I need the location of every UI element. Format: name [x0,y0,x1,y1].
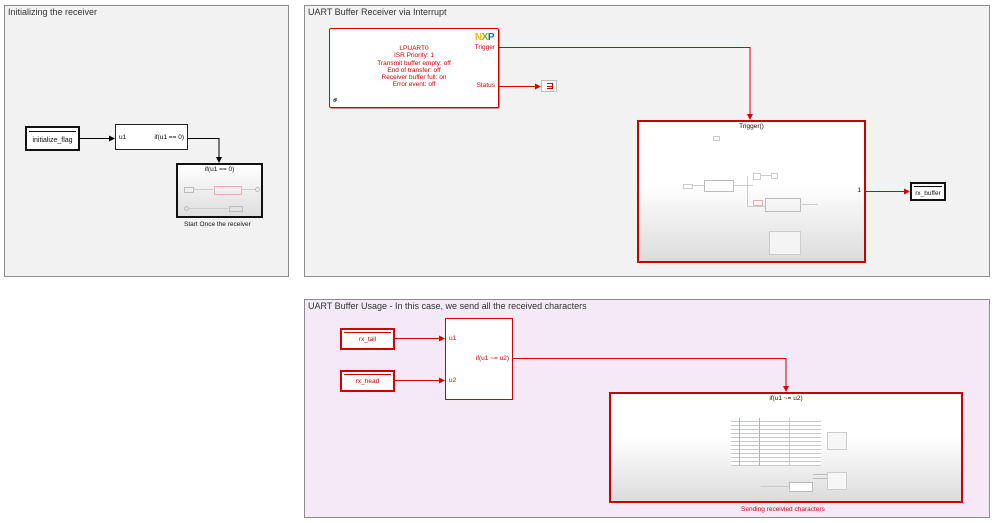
trigger-port-label: Trigger [474,44,495,51]
wire-compare-to-subsystem [188,138,222,163]
config-line: Transmit buffer empty: off [377,59,451,67]
area-title: Initializing the receiver [8,7,98,17]
block-label: rx_head [355,378,380,385]
wire-trigger-to-subsystem [499,47,753,120]
wire-if-to-sending-subsystem [513,358,789,392]
if-action-subsystem-sending[interactable]: if(u1 ~= u2) [609,392,963,503]
terminator-block[interactable] [541,80,557,92]
from-block-rx-tail[interactable]: rx_tail [340,328,395,350]
input-port-label: u1 [119,134,127,141]
subsystem-title: if(u1 ~= u2) [769,395,803,402]
subsystem-caption: Sending receivled characters [741,506,825,513]
block-label: rx_buffer [915,190,941,197]
block-label: initialize_flag [32,137,73,144]
output-port-label: if(u1 ~= u2) [475,355,509,362]
goto-block-rx-buffer[interactable]: rx_buffer [910,182,946,201]
input-port-label: u2 [449,377,457,384]
lpuart-config-text: LPUART0 ISR Priority: 1 Transmit buffer … [330,45,498,89]
from-block-initialize-flag[interactable]: initialize_flag [25,126,80,151]
function-call-subsystem-trigger[interactable]: Trigger() 1 [637,120,866,263]
output-port-label: 1 [857,187,861,194]
config-line: Error event: off [392,81,436,89]
input-port-label: u1 [449,335,457,342]
config-line: ISR Priority: 1 [393,52,435,60]
status-port-label: Status [476,82,495,89]
subsystem-caption: Start Once the receiver [184,221,251,228]
nxp-logo: NXP [474,32,495,43]
subsystem-preview [683,131,853,255]
output-port-label: if(u1 == 0) [154,134,184,141]
lpuart-interrupt-block[interactable]: NXP LPUART0 ISR Priority: 1 Transmit buf… [329,28,499,108]
compare-to-zero-block[interactable]: u1 if(u1 == 0) [115,124,188,150]
subsystem-title: Trigger() [739,123,764,130]
config-line: End of transfer: off [387,66,441,74]
subsystem-preview [184,186,260,212]
area-title: UART Buffer Receiver via Interrupt [308,7,447,17]
area-title: UART Buffer Usage - In this case, we sen… [308,301,587,311]
if-block-compare[interactable]: u1 u2 if(u1 ~= u2) [445,318,513,400]
subsystem-title: if(u1 == 0) [204,166,235,173]
config-line: Receiver buffer full: on [381,74,447,82]
block-label: rx_tail [358,336,377,343]
if-action-subsystem-start-once[interactable]: if(u1 == 0) [176,163,263,218]
config-line: LPUART0 [399,45,429,52]
subsystem-preview [731,418,851,496]
from-block-rx-head[interactable]: rx_head [340,370,395,392]
